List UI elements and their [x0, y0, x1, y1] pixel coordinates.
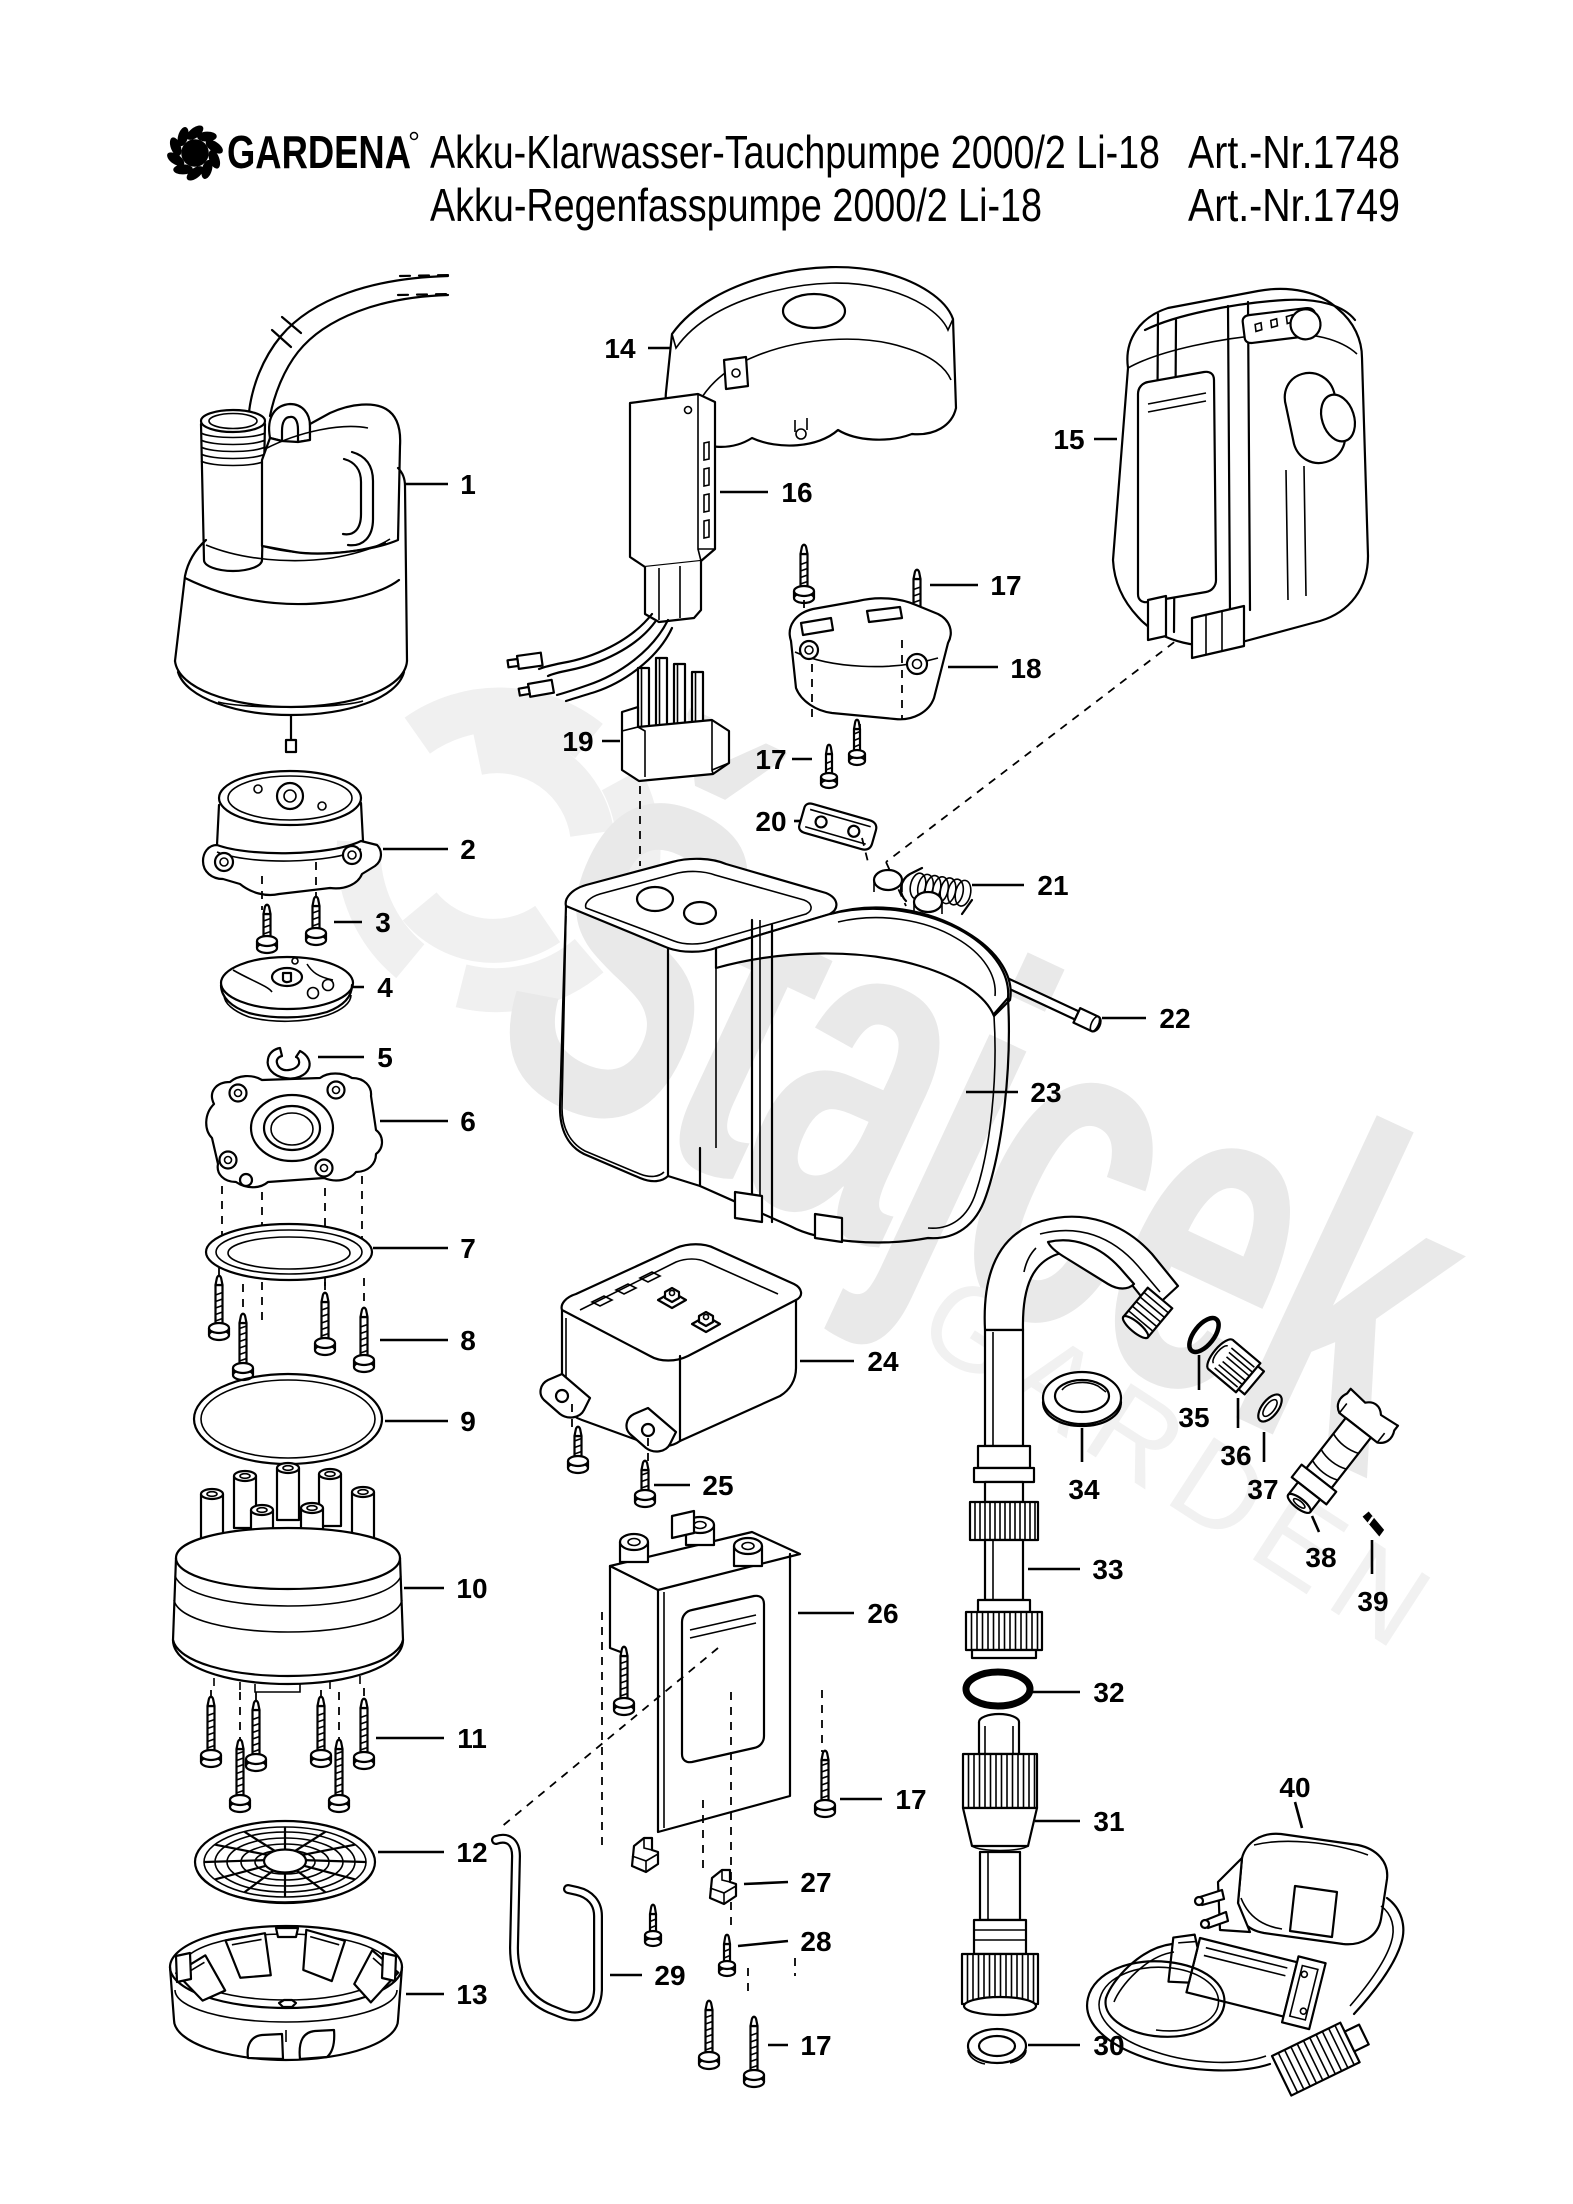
svg-text:5: 5 — [377, 1042, 393, 1073]
svg-text:28: 28 — [800, 1926, 831, 1957]
svg-text:34: 34 — [1068, 1474, 1100, 1505]
svg-text:38: 38 — [1305, 1542, 1336, 1573]
svg-text:17: 17 — [895, 1784, 926, 1815]
svg-text:1: 1 — [460, 469, 476, 500]
svg-text:21: 21 — [1037, 870, 1068, 901]
svg-text:4: 4 — [377, 972, 393, 1003]
svg-text:13: 13 — [456, 1979, 487, 2010]
svg-text:8: 8 — [460, 1325, 476, 1356]
svg-text:6: 6 — [460, 1106, 476, 1137]
svg-text:27: 27 — [800, 1867, 831, 1898]
svg-text:37: 37 — [1247, 1474, 1278, 1505]
svg-text:17: 17 — [755, 744, 786, 775]
svg-text:3: 3 — [375, 907, 391, 938]
svg-text:19: 19 — [562, 726, 593, 757]
svg-text:22: 22 — [1159, 1003, 1190, 1034]
svg-text:39: 39 — [1357, 1586, 1388, 1617]
svg-text:Akku-Regenfasspumpe 2000/2 Li-: Akku-Regenfasspumpe 2000/2 Li-18 — [430, 179, 1042, 231]
svg-text:23: 23 — [1030, 1077, 1061, 1108]
svg-text:10: 10 — [456, 1573, 487, 1604]
svg-text:Art.-Nr.1748: Art.-Nr.1748 — [1188, 126, 1400, 178]
svg-text:2: 2 — [460, 834, 476, 865]
svg-text:17: 17 — [990, 570, 1021, 601]
svg-text:16: 16 — [781, 477, 812, 508]
svg-text:Art.-Nr.1749: Art.-Nr.1749 — [1188, 179, 1400, 231]
svg-text:15: 15 — [1053, 424, 1084, 455]
svg-text:33: 33 — [1092, 1554, 1123, 1585]
svg-text:26: 26 — [867, 1598, 898, 1629]
svg-text:18: 18 — [1010, 653, 1041, 684]
svg-text:20: 20 — [755, 806, 786, 837]
svg-text:31: 31 — [1093, 1806, 1124, 1837]
svg-text:11: 11 — [457, 1723, 487, 1754]
svg-text:9: 9 — [460, 1406, 476, 1437]
svg-text:35: 35 — [1178, 1402, 1209, 1433]
svg-text:24: 24 — [867, 1346, 899, 1377]
svg-text:Akku-Klarwasser-Tauchpumpe 200: Akku-Klarwasser-Tauchpumpe 2000/2 Li-18 — [430, 126, 1160, 178]
svg-text:36: 36 — [1220, 1440, 1251, 1471]
svg-text:29: 29 — [654, 1960, 685, 1991]
svg-text:32: 32 — [1093, 1677, 1124, 1708]
svg-text:14: 14 — [604, 333, 636, 364]
svg-text:12: 12 — [456, 1837, 487, 1868]
svg-text:17: 17 — [800, 2030, 831, 2061]
svg-text:40: 40 — [1279, 1772, 1310, 1803]
svg-text:25: 25 — [702, 1470, 733, 1501]
svg-text:GARDENA: GARDENA — [227, 126, 411, 178]
svg-text:7: 7 — [460, 1233, 476, 1264]
